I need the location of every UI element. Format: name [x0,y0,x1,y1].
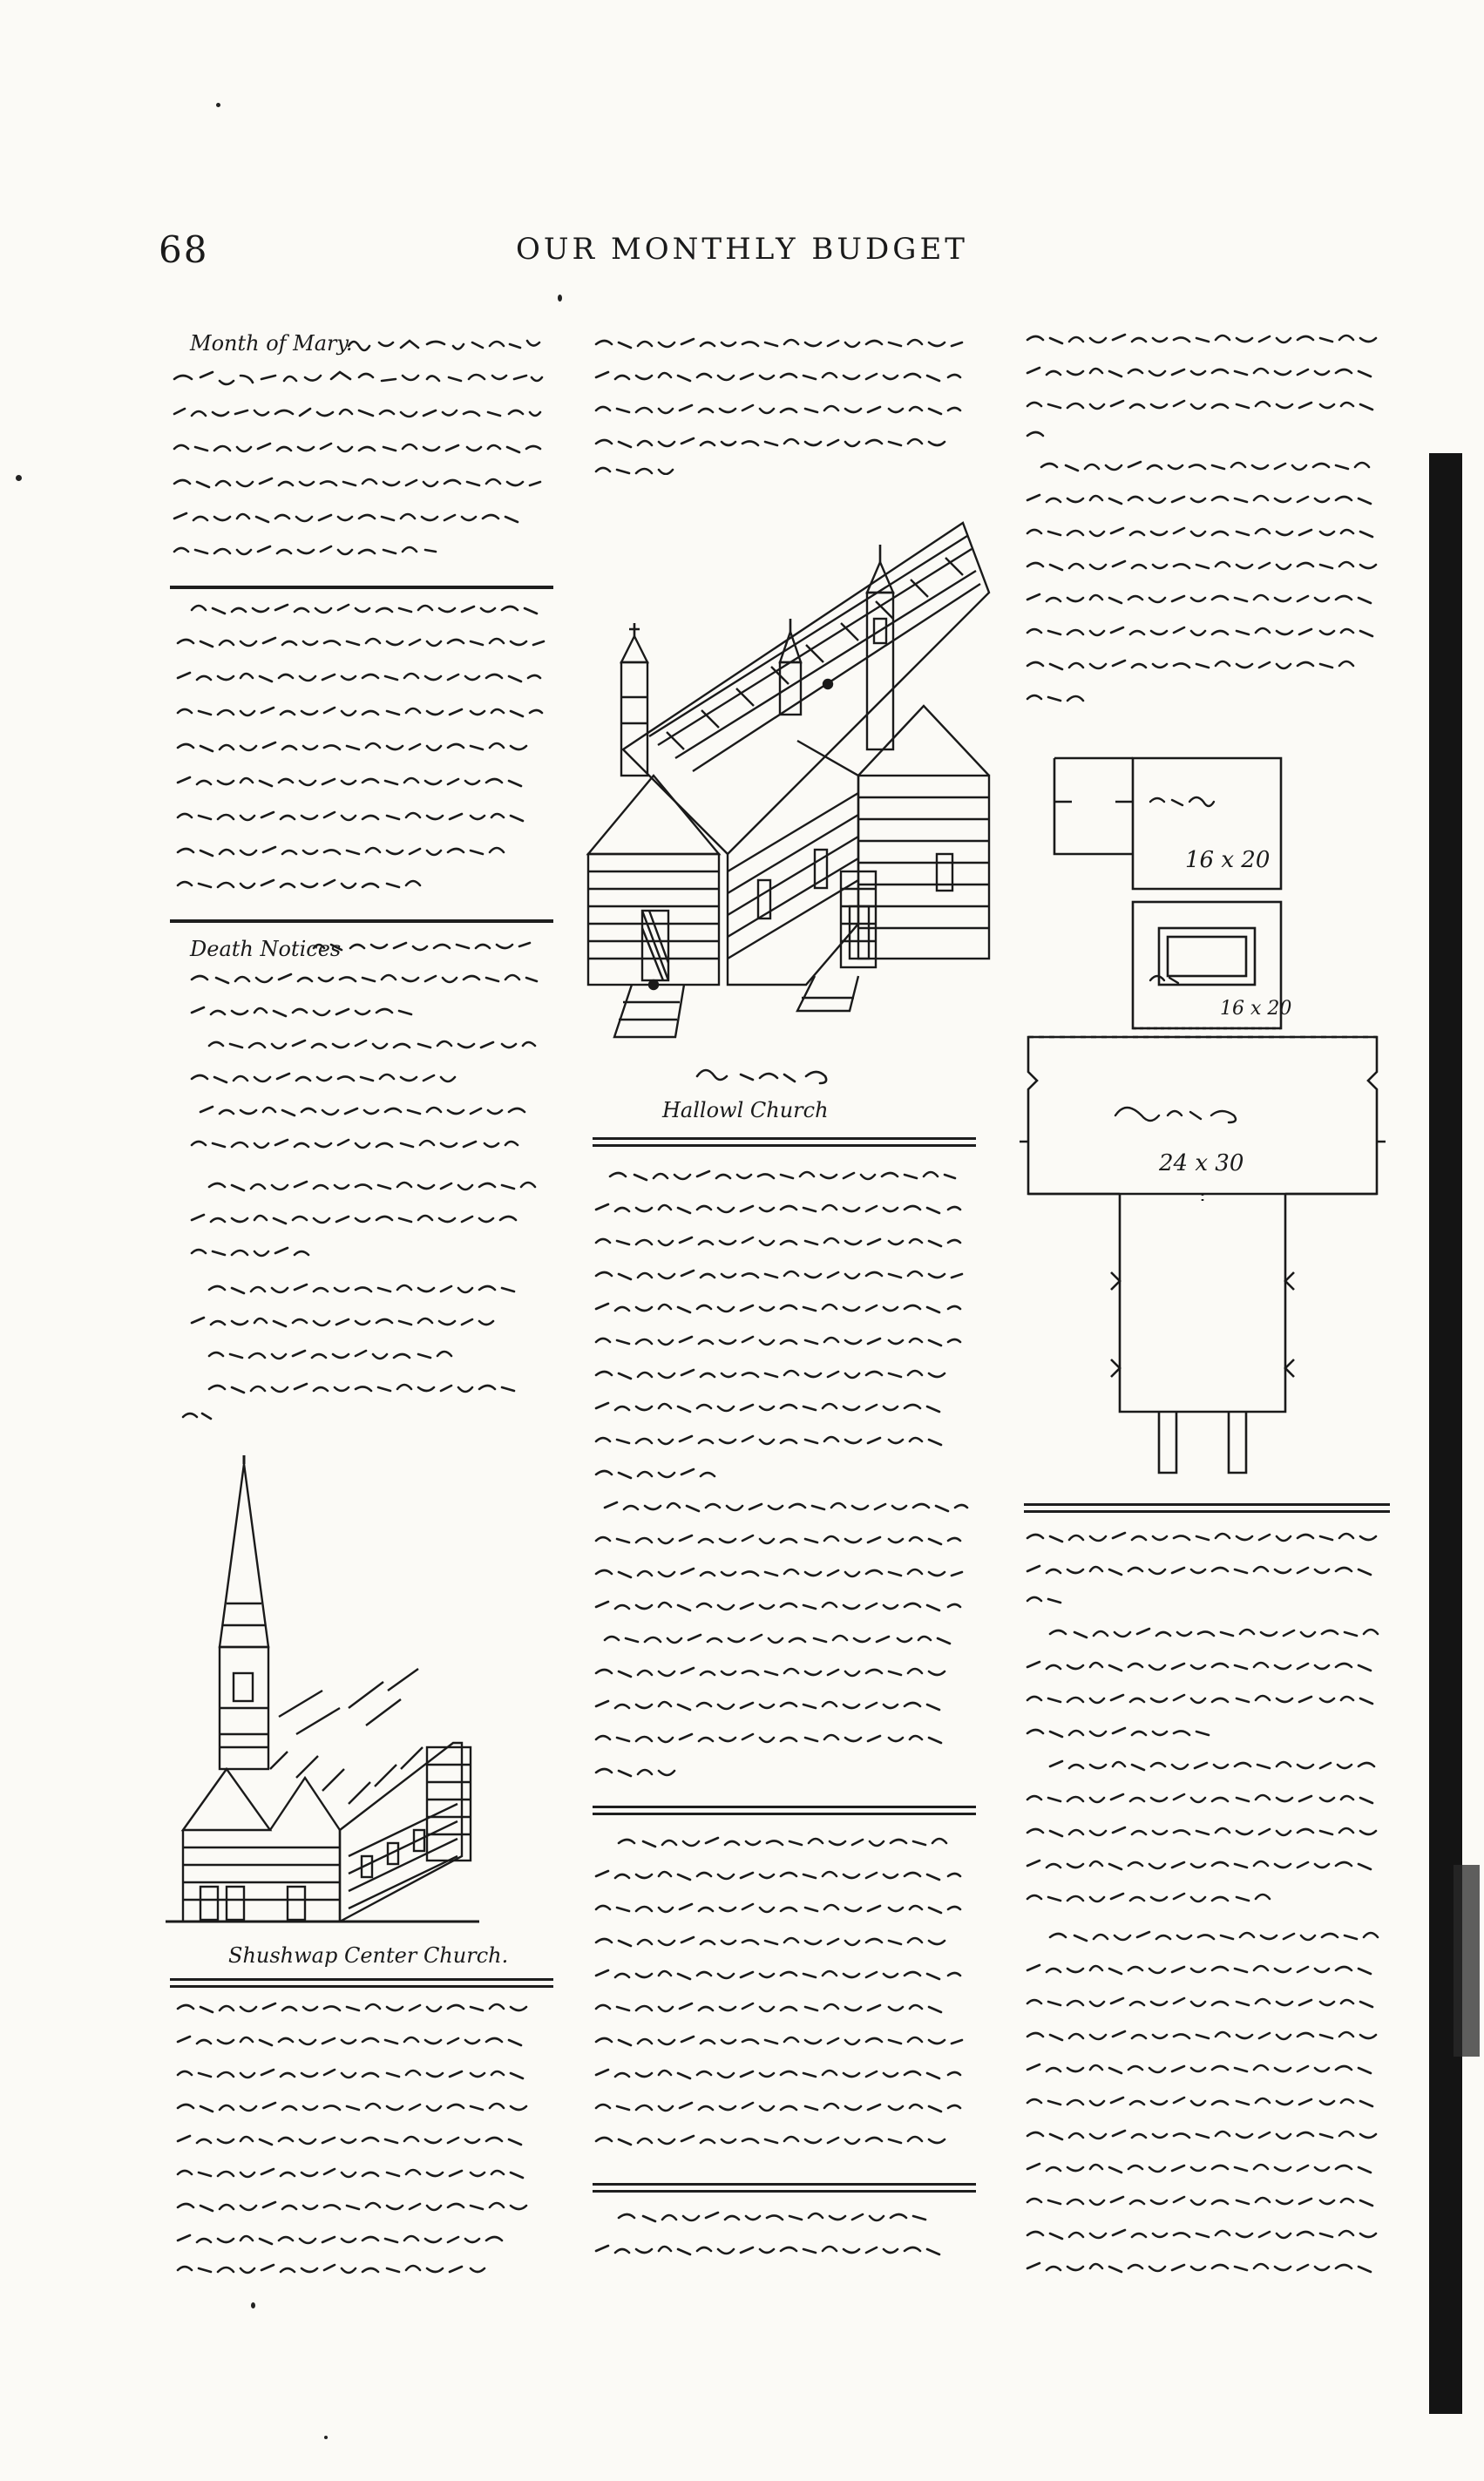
shorthand-paragraph [594,337,964,475]
column-rule [593,1806,976,1808]
column-rule [1024,1503,1390,1506]
margin-speck [16,475,22,481]
shushwap-church-illustration [166,1455,479,1923]
page-title: OUR MONTHLY BUDGET [516,232,968,267]
shorthand-article [594,1836,964,2146]
hallowl-church-illustration [586,521,991,1039]
column-rule [593,2183,976,2186]
church-floor-plan [1020,756,1386,1474]
binding-edge [1429,453,1462,2414]
margin-speck [324,2436,328,2439]
plan-dimension-top: 16 x 20 [1185,847,1271,873]
shorthand-paragraph [594,2211,941,2256]
shorthand-article [594,1169,969,1778]
shorthand-paragraph [176,2002,528,2274]
margin-speck [251,2302,255,2308]
section-label-death-notices: Death Notices [190,937,342,961]
margin-speck [558,295,562,302]
shorthand-caption-mark [695,1068,828,1085]
shorthand-paragraph [173,339,544,556]
shorthand-notices [181,941,539,1420]
margin-speck [216,103,220,107]
plan-dimension-middle: 16 x 20 [1220,998,1292,1020]
section-label-month-of-mary: Month of Mary. [190,331,353,356]
column-rule [593,1137,976,1140]
page-number: 68 [159,228,209,271]
shorthand-article [1026,1531,1379,2274]
hallowl-church-caption: Hallowl Church [662,1098,829,1122]
plan-dimension-bottom: 24 x 30 [1159,1150,1244,1176]
column-rule [170,919,553,923]
shorthand-paragraph [176,603,545,890]
page-header: 68 OUR MONTHLY BUDGET [0,228,1484,281]
shorthand-paragraph [1026,333,1378,702]
column-rule [170,1978,553,1981]
column-rule [170,586,553,589]
shushwap-church-caption: Shushwap Center Church. [228,1943,509,1968]
scan-artifact [1454,1865,1480,2057]
